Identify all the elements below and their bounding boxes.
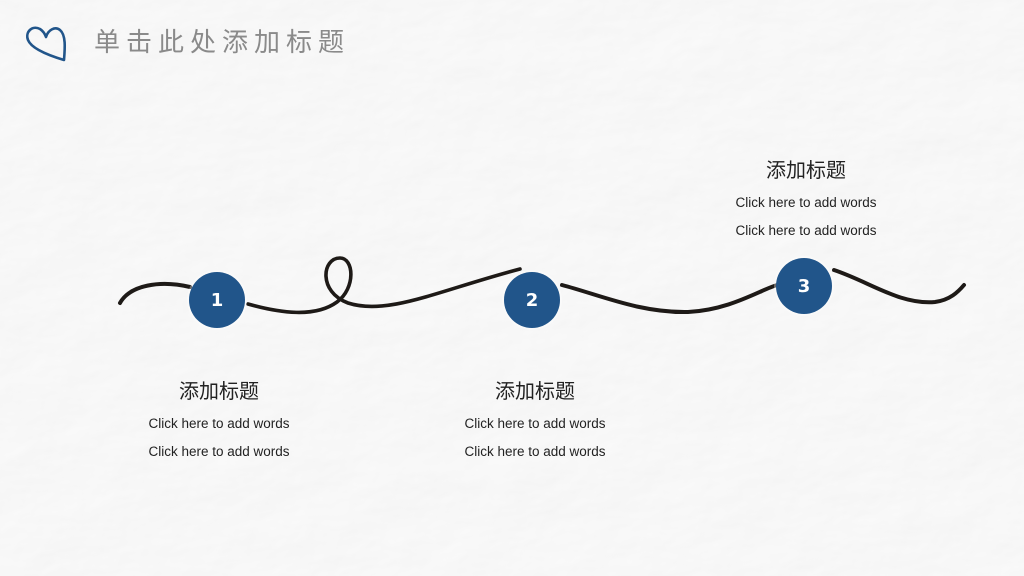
step-2-text-line-2[interactable]: Click here to add words [464, 444, 606, 459]
step-3-block: 添加标题 Click here to add words Click here … [706, 157, 906, 245]
timeline-segment-start [118, 281, 192, 305]
timeline-segment-end [832, 268, 966, 305]
step-2-marker: 2 [504, 272, 560, 328]
step-1-marker: 1 [189, 272, 245, 328]
slide-title[interactable]: 单击此处添加标题 [94, 28, 351, 58]
timeline-segment-loop [246, 256, 522, 315]
step-3-marker: 3 [776, 258, 832, 314]
step-2-heading[interactable]: 添加标题 [495, 379, 575, 403]
step-1-text-line-2[interactable]: Click here to add words [148, 444, 290, 459]
heart-outline-icon [26, 26, 67, 62]
step-3-text-line-1[interactable]: Click here to add words [735, 195, 877, 210]
timeline-segment-middle [560, 283, 779, 315]
step-1-text-line-1[interactable]: Click here to add words [148, 416, 290, 431]
step-3-heading[interactable]: 添加标题 [766, 158, 846, 182]
step-2-block: 添加标题 Click here to add words Click here … [435, 378, 635, 466]
step-2-text-line-1[interactable]: Click here to add words [464, 416, 606, 431]
step-1-block: 添加标题 Click here to add words Click here … [119, 378, 319, 466]
step-3-text-line-2[interactable]: Click here to add words [735, 223, 877, 238]
step-1-heading[interactable]: 添加标题 [179, 379, 259, 403]
